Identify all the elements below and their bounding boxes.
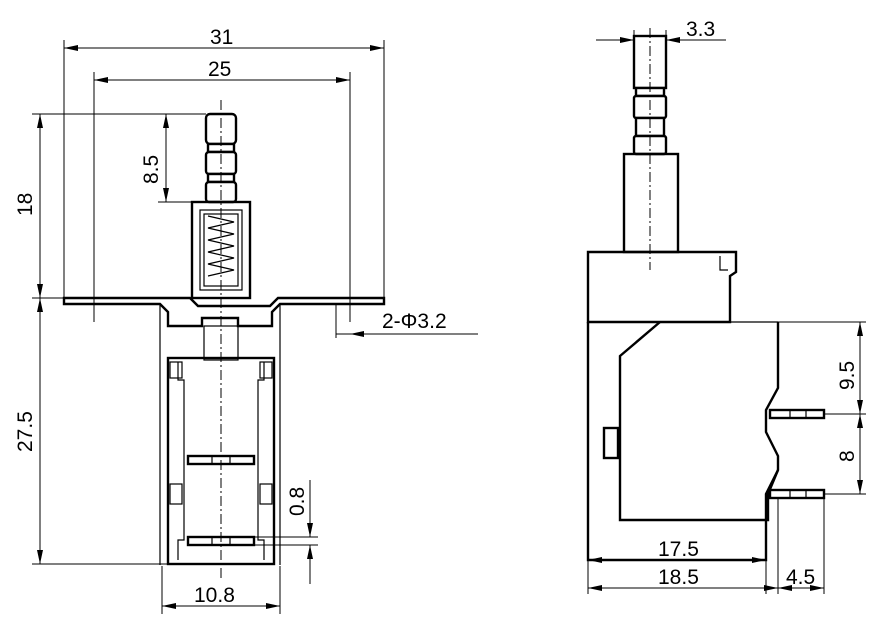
side-view: [586, 28, 826, 562]
dim-body-width: 10.8: [194, 584, 235, 607]
dim-height-body: 27.5: [14, 411, 37, 452]
body-detail-left: [177, 362, 185, 560]
side-neck: [622, 152, 680, 254]
spring-coil: [207, 215, 235, 277]
dim-mounting-holes: 2-Φ3.2: [382, 310, 447, 333]
mounting-flange: [62, 296, 386, 328]
dim-terminal-upper: 9.5: [836, 361, 859, 390]
body-clip-tl: [169, 361, 183, 379]
side-body-lower: [586, 322, 780, 562]
dim-terminal-spacing: 8: [836, 450, 859, 462]
body-clip-tr: [259, 361, 273, 379]
dim-terminal-thickness: 0.8: [286, 487, 309, 516]
side-latch: [602, 426, 620, 460]
side-housing: [586, 250, 738, 324]
body-detail-right: [257, 362, 265, 560]
side-insert: [618, 321, 780, 522]
dim-stem-width: 3.3: [686, 18, 715, 41]
dim-stem-height: 8.5: [140, 155, 163, 184]
dim-width-mounting: 25: [208, 58, 231, 81]
side-terminal-upper: [768, 408, 826, 420]
body-clip-ml: [169, 483, 183, 505]
dim-height-upper: 18: [14, 193, 37, 216]
dim-depth-inner: 17.5: [658, 538, 699, 561]
dim-width-overall: 31: [210, 26, 233, 49]
front-dimensions: 31 25 18 8.5 27.5 2-Φ3.2 0.8 1: [14, 26, 478, 614]
dim-terminal-length: 4.5: [786, 566, 815, 589]
side-housing-notch: [719, 256, 728, 271]
side-dimensions: 3.3 9.5 8 17.5 18.5 4.5: [587, 18, 866, 594]
body-clip-mr: [259, 483, 273, 505]
dim-depth-overall: 18.5: [658, 566, 699, 589]
front-view: [62, 100, 386, 580]
side-terminal-lower: [768, 488, 826, 500]
